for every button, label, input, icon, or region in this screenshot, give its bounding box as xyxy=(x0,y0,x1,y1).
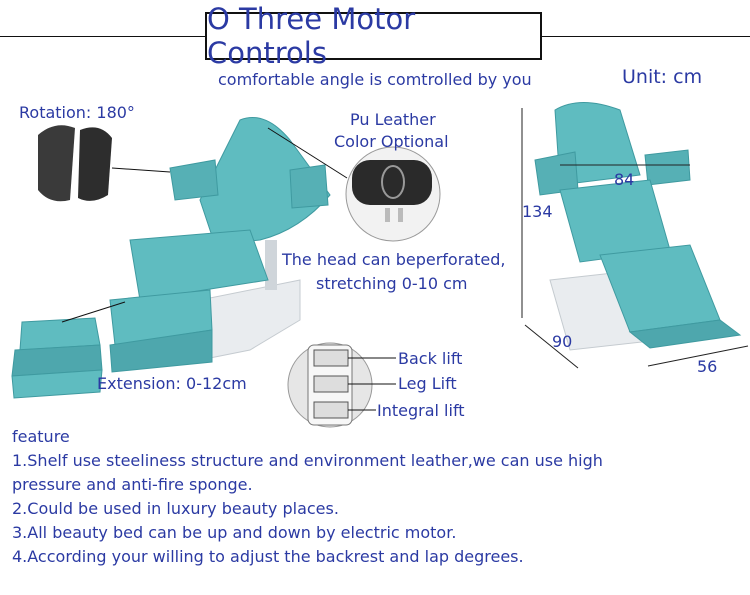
back-lift-label: Back lift xyxy=(398,349,463,368)
feature-section: feature 1.Shelf use steeliness structure… xyxy=(12,425,603,569)
leg-lift-label: Leg Lift xyxy=(398,374,457,393)
feature-item: 4.According your willing to adjust the b… xyxy=(12,547,524,566)
extension-label: Extension: 0-12cm xyxy=(97,374,247,393)
feature-item: 3.All beauty bed can be up and down by e… xyxy=(12,523,457,542)
subtitle: comfortable angle is comtrolled by you xyxy=(218,70,532,89)
main-chair-image xyxy=(109,117,331,373)
title-rule-left xyxy=(0,36,205,37)
unit-label: Unit: cm xyxy=(622,66,703,88)
feature-item: 1.Shelf use steeliness structure and env… xyxy=(12,451,603,470)
rotation-label: Rotation: 180° xyxy=(19,103,135,122)
dimension-width: 84 xyxy=(614,170,635,189)
feature-item: 2.Could be used in luxury beauty places. xyxy=(12,499,339,518)
head-label-line2: stretching 0-10 cm xyxy=(316,274,468,293)
dimension-chair-image xyxy=(521,102,749,369)
integral-lift-label: Integral lift xyxy=(377,401,465,420)
title-rule-right xyxy=(542,36,750,37)
dimension-base: 56 xyxy=(697,357,718,376)
leg-extension-detail-image xyxy=(11,301,126,399)
dimension-depth: 90 xyxy=(552,332,573,351)
leather-label-line1: Pu Leather xyxy=(350,110,436,129)
headrest-detail-image xyxy=(267,127,441,242)
head-label-line1: The head can beperforated, xyxy=(282,250,506,269)
dimension-height: 134 xyxy=(522,202,553,221)
armrest-detail-image xyxy=(38,125,171,202)
feature-heading: feature xyxy=(12,427,70,446)
feature-item: pressure and anti-fire sponge. xyxy=(12,475,253,494)
leather-label-line2: Color Optional xyxy=(334,132,449,151)
remote-control-image xyxy=(287,342,396,428)
